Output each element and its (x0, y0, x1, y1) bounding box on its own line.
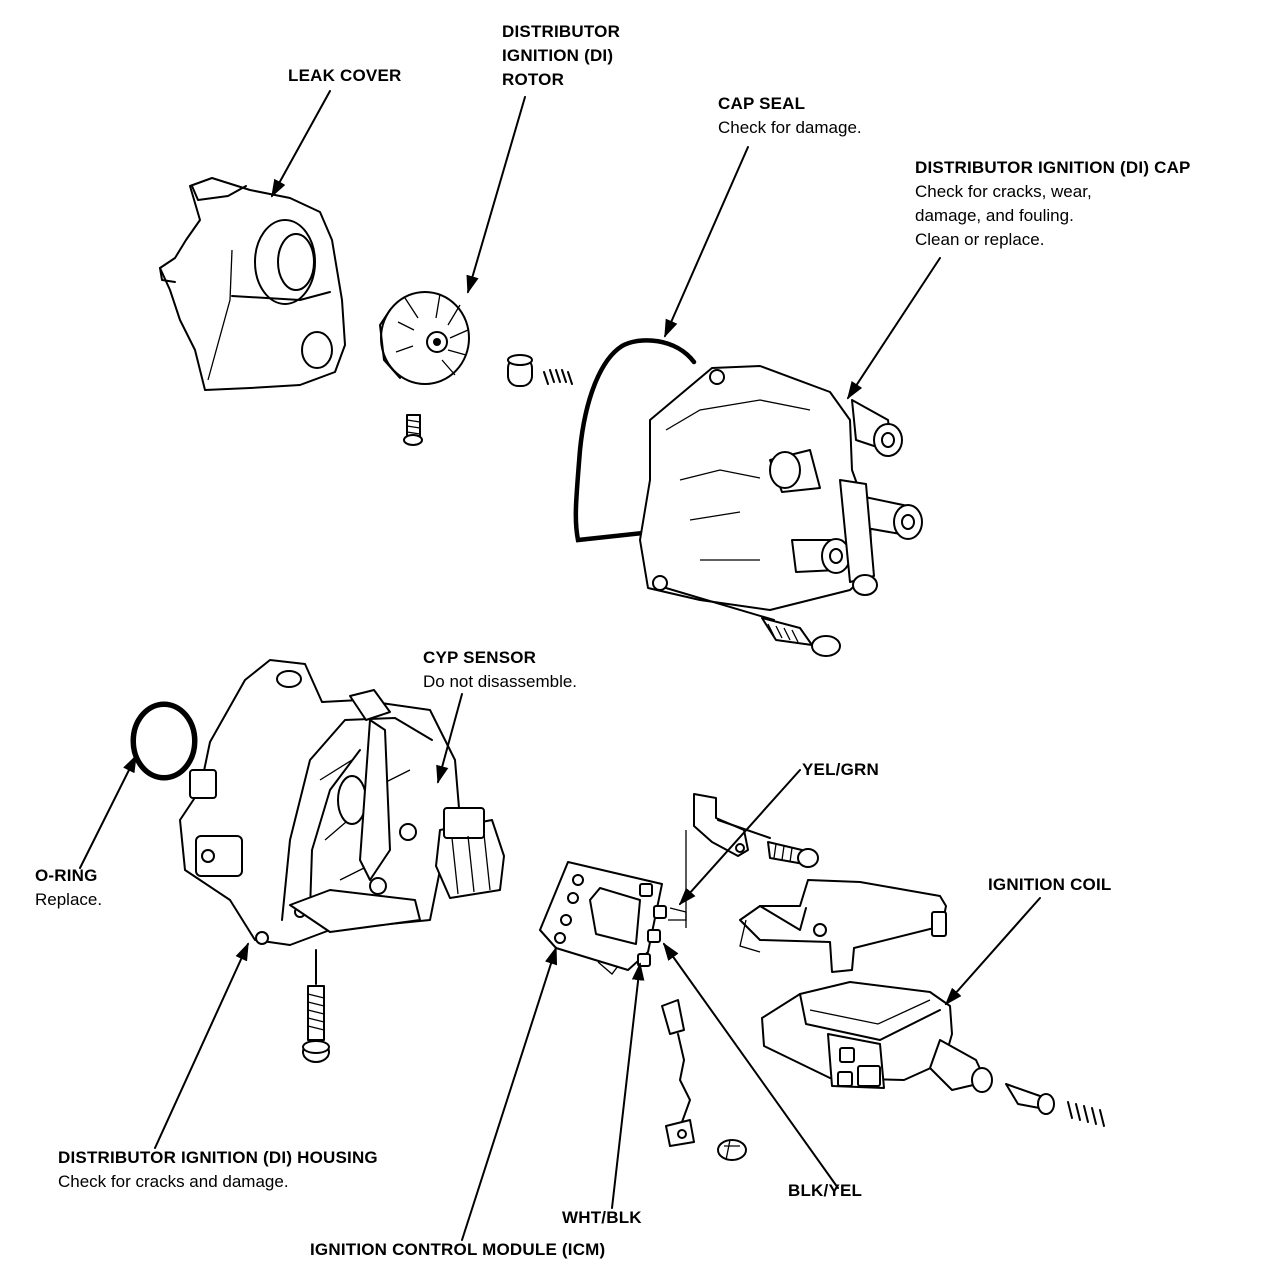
di-cap-note-2: damage, and fouling. (915, 206, 1074, 225)
di-cap-title: DISTRIBUTOR IGNITION (DI) CAP (915, 158, 1191, 177)
leader-lines (79, 90, 1041, 1241)
o-ring-title: O-RING (35, 866, 98, 885)
di-housing-label: DISTRIBUTOR IGNITION (DI) HOUSING Check … (58, 1146, 378, 1194)
blk-yel-title: BLK/YEL (788, 1181, 863, 1200)
di-housing-title: DISTRIBUTOR IGNITION (DI) HOUSING (58, 1148, 378, 1167)
icm-label: IGNITION CONTROL MODULE (ICM) (310, 1238, 605, 1262)
coil-cover-part (739, 879, 947, 973)
bracket-screw-part (668, 793, 819, 921)
ground-wire-part (661, 999, 747, 1161)
cyp-sensor-label: CYP SENSOR Do not disassemble. (423, 646, 577, 694)
housing-bolt-part (302, 949, 330, 1063)
o-ring-note: Replace. (35, 890, 103, 909)
icm-title: IGNITION CONTROL MODULE (ICM) (310, 1240, 606, 1259)
blk-yel-label: BLK/YEL (788, 1179, 862, 1203)
cyp-sensor-title: CYP SENSOR (423, 648, 537, 667)
rotor-part (379, 291, 470, 446)
leak-cover-part (159, 177, 346, 391)
cap-seal-part (573, 338, 697, 543)
rotor-title-line-1: DISTRIBUTOR (502, 22, 621, 41)
cap-seal-note: Check for damage. (718, 118, 862, 137)
rotor-title-line-2: IGNITION (DI) (502, 46, 614, 65)
cap-seal-title: CAP SEAL (718, 94, 806, 113)
o-ring-part (130, 701, 198, 781)
rotor-title-line-3: ROTOR (502, 70, 565, 89)
ignition-coil-label: IGNITION COIL (988, 873, 1111, 897)
wht-blk-label: WHT/BLK (562, 1206, 642, 1230)
cyp-sensor-note: Do not disassemble. (423, 672, 578, 691)
leak-cover-title: LEAK COVER (288, 66, 402, 85)
wht-blk-title: WHT/BLK (562, 1208, 642, 1227)
di-cap-label: DISTRIBUTOR IGNITION (DI) CAP Check for … (915, 156, 1191, 252)
di-cap-note-3: Clean or replace. (915, 230, 1045, 249)
o-ring-label: O-RING Replace. (35, 864, 102, 912)
ignition-coil-title: IGNITION COIL (988, 875, 1112, 894)
cap-seal-label: CAP SEAL Check for damage. (718, 92, 862, 140)
yel-grn-label: YEL/GRN (802, 758, 879, 782)
leak-cover-label: LEAK COVER (288, 64, 401, 88)
di-cap-part (639, 365, 923, 657)
di-housing-note: Check for cracks and damage. (58, 1172, 289, 1191)
di-cap-note-1: Check for cracks, wear, (915, 182, 1092, 201)
icm-part (539, 861, 687, 975)
yel-grn-title: YEL/GRN (802, 760, 879, 779)
di-housing-part (179, 659, 505, 946)
ignition-coil-part (761, 981, 1105, 1127)
rotor-label: DISTRIBUTOR IGNITION (DI) ROTOR (502, 20, 620, 92)
bushing-spring-part (507, 354, 573, 387)
